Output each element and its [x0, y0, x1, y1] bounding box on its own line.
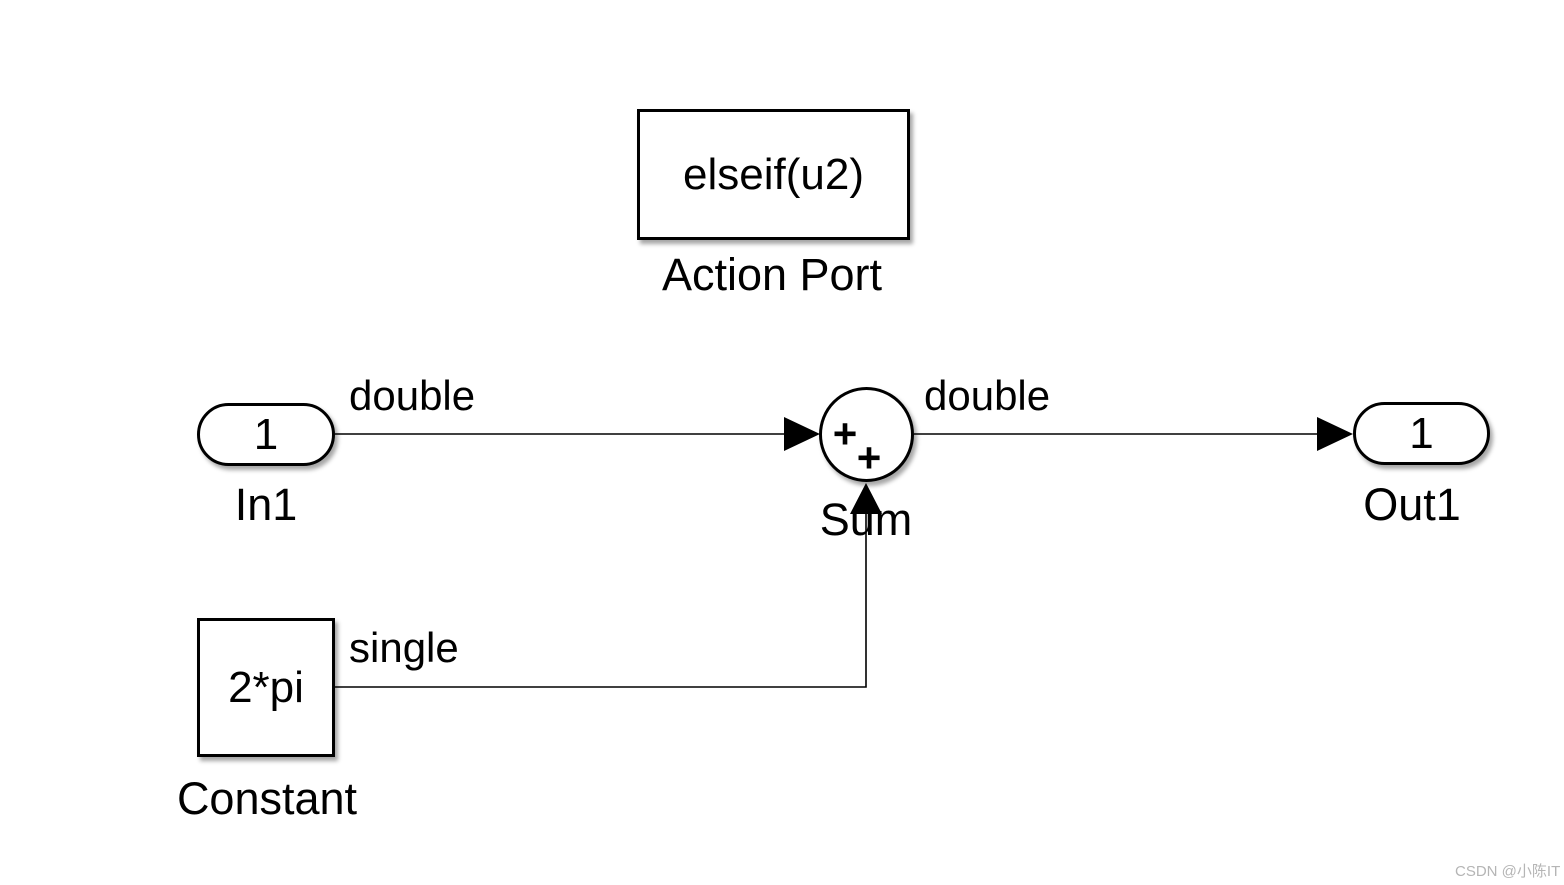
out1-port-number: 1: [1409, 408, 1434, 458]
signal-type-label-sum-to-out1: double: [924, 372, 1051, 419]
signal-type-label-constant-to-sum: single: [349, 624, 459, 671]
constant-block[interactable]: 2*pi: [197, 618, 335, 757]
action-port-block[interactable]: elseif(u2): [637, 109, 910, 240]
inport-block-in1[interactable]: 1: [197, 403, 335, 466]
sum-block[interactable]: + +: [819, 387, 914, 482]
in1-label: In1: [234, 479, 298, 530]
in1-port-number: 1: [253, 409, 279, 459]
arrowhead-out1-input-icon: [1317, 417, 1353, 451]
wire-constant-to-sum[interactable]: [335, 514, 867, 688]
out1-label: Out1: [1363, 479, 1461, 530]
sum-plus-sign-bottom: +: [856, 434, 882, 481]
constant-label: Constant: [176, 773, 358, 824]
arrowhead-sum-bottom-input-icon: [850, 483, 882, 514]
action-port-label: Action Port: [661, 249, 883, 300]
outport-block-out1[interactable]: 1: [1353, 402, 1490, 465]
constant-value-text: 2*pi: [228, 662, 304, 712]
action-port-block-text: elseif(u2): [683, 149, 864, 199]
sum-plus-sign-top: +: [832, 410, 858, 457]
csdn-watermark: CSDN @小陈IT: [1455, 863, 1561, 880]
arrowhead-sum-left-input-icon: [784, 417, 820, 451]
signal-type-label-in1-to-sum: double: [349, 372, 476, 419]
